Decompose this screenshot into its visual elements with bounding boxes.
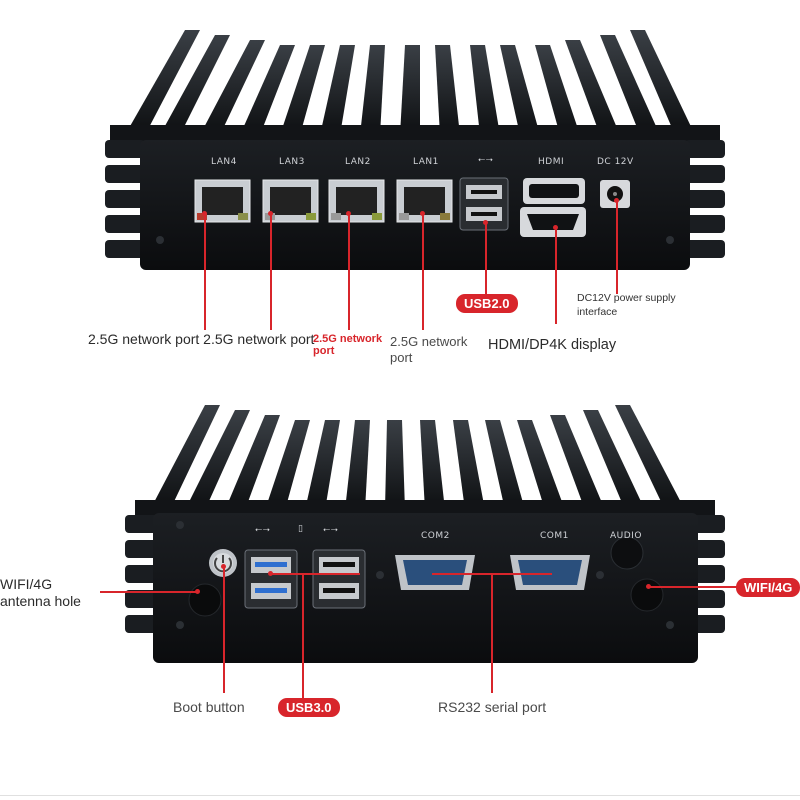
callout-line-dc: [616, 202, 618, 294]
usb-symbol-icon-2: ⭠⭢: [323, 525, 339, 535]
callout-dot-lan3: [268, 211, 273, 216]
usb2-ports: [459, 177, 509, 231]
callout-dot-boot: [221, 564, 226, 569]
port-label-audio: AUDIO: [610, 531, 642, 541]
callout-line-boot: [223, 568, 225, 693]
callout-line-lan1: [422, 215, 424, 330]
callout-line-com: [491, 573, 493, 693]
port-label-hdmi: HDMI: [538, 157, 565, 167]
caption-wifi-left: WIFI/4G antenna hole: [0, 576, 81, 609]
bottom-border: [0, 795, 800, 796]
callout-line-lan4: [204, 215, 206, 330]
callout-dot-dc: [614, 198, 619, 203]
callout-dot-usb3: [268, 571, 273, 576]
caption-dc: DC12V power supply interface: [577, 292, 676, 318]
heatsink-fins: [110, 30, 720, 147]
top-device-photo: [105, 15, 725, 275]
callout-dot-wifi-left: [195, 589, 200, 594]
usb3-symbol-icon: ⭠⭢: [255, 525, 271, 535]
caption-lan-group: 2.5G network port 2.5G network port: [88, 331, 315, 347]
callout-line-wifi-right: [650, 586, 738, 588]
port-label-dc: DC 12V: [597, 157, 634, 167]
usb3-ports: [244, 549, 366, 609]
caption-rs232: RS232 serial port: [438, 699, 547, 715]
callout-line-hdmi: [555, 229, 557, 324]
port-label-lan4: LAN4: [211, 157, 237, 167]
caption-lan1: 2.5G network port: [390, 334, 468, 365]
caption-lan2: 2.5G network port: [313, 333, 383, 357]
caption-boot: Boot button: [173, 699, 245, 715]
wifi-badge-right: WIFI/4G: [736, 578, 800, 597]
callout-line-usb3-h: [270, 573, 360, 575]
callout-line-usb2: [485, 224, 487, 294]
callout-dot-lan2: [346, 211, 351, 216]
usb3-badge: USB3.0: [278, 698, 340, 717]
callout-line-usb3: [302, 573, 304, 698]
hdmi-dp-ports: [520, 178, 586, 237]
port-label-lan2: LAN2: [345, 157, 371, 167]
port-label-com1: COM1: [540, 531, 569, 541]
port-label-lan3: LAN3: [279, 157, 305, 167]
disk-icon: ▯: [298, 524, 304, 534]
com-ports: [395, 555, 590, 590]
caption-hdmi: HDMI/DP4K display: [488, 337, 617, 353]
bottom-device-photo: [125, 395, 725, 675]
callout-line-wifi-left: [100, 591, 198, 593]
rj45-ports: [194, 179, 453, 223]
port-label-com2: COM2: [421, 531, 450, 541]
dc-jack: [600, 180, 630, 208]
callout-dot-wifi-right: [646, 584, 651, 589]
callout-dot-hdmi: [553, 225, 558, 230]
callout-line-lan2: [348, 215, 350, 330]
usb-symbol-icon: ⭠⭢: [478, 155, 494, 165]
usb2-badge: USB2.0: [456, 294, 518, 313]
callout-dot-lan1: [420, 211, 425, 216]
callout-dot-usb2: [483, 220, 488, 225]
callout-dot-lan4: [202, 211, 207, 216]
callout-line-lan3: [270, 215, 272, 330]
port-label-lan1: LAN1: [413, 157, 439, 167]
power-button-shape: [209, 549, 237, 577]
